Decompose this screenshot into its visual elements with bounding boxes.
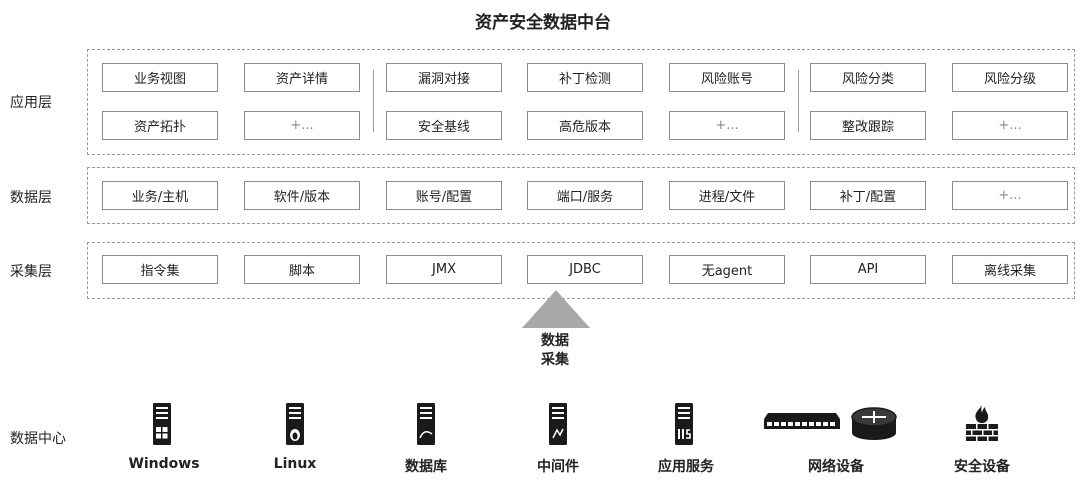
data-box: 软件/版本 xyxy=(244,181,360,210)
data-box: 账号/配置 xyxy=(386,181,502,210)
arrow-label-line: 数据 xyxy=(541,333,569,349)
datacenter-label: 数据中心 xyxy=(10,431,66,447)
data-box: 业务/主机 xyxy=(102,181,218,210)
app-box: 风险账号 xyxy=(669,63,785,92)
arrow-label: 数据 采集 xyxy=(520,332,590,370)
source-label: 数据库 xyxy=(405,459,447,475)
app-layer-frame xyxy=(87,49,1075,155)
collect-box: 无agent xyxy=(669,255,785,284)
up-arrow-icon xyxy=(522,290,590,328)
data-box: 补丁/配置 xyxy=(810,181,926,210)
windows-server-icon xyxy=(153,403,171,445)
app-box: 漏洞对接 xyxy=(386,63,502,92)
switch-router-icon xyxy=(764,407,897,440)
collect-box: JDBC xyxy=(527,255,643,284)
app-box: 业务视图 xyxy=(102,63,218,92)
diagram-title: 资产安全数据中台 xyxy=(475,13,611,33)
arrow-label-line: 采集 xyxy=(541,352,569,368)
source-label: Linux xyxy=(273,456,317,472)
data-box: +... xyxy=(952,181,1068,210)
collect-layer-label: 采集层 xyxy=(10,264,52,280)
app-box: 整改跟踪 xyxy=(810,111,926,140)
app-box: 高危版本 xyxy=(527,111,643,140)
data-box: 进程/文件 xyxy=(669,181,785,210)
app-box: 风险分级 xyxy=(952,63,1068,92)
app-box: 风险分类 xyxy=(810,63,926,92)
source-label: 网络设备 xyxy=(808,459,864,475)
app-box: 资产详情 xyxy=(244,63,360,92)
collect-box: 脚本 xyxy=(244,255,360,284)
source-label: 安全设备 xyxy=(954,459,1010,475)
database-server-icon xyxy=(417,403,435,445)
linux-server-icon xyxy=(286,403,304,445)
source-label: 中间件 xyxy=(537,459,579,475)
data-layer-label: 数据层 xyxy=(10,190,52,206)
collect-box: JMX xyxy=(386,255,502,284)
app-box: +... xyxy=(244,111,360,140)
iis-server-icon xyxy=(675,403,693,445)
app-layer-label: 应用层 xyxy=(10,95,52,111)
collect-box: API xyxy=(810,255,926,284)
app-box: 补丁检测 xyxy=(527,63,643,92)
app-box: +... xyxy=(669,111,785,140)
collect-box: 指令集 xyxy=(102,255,218,284)
firewall-icon xyxy=(966,405,998,441)
group-separator xyxy=(373,70,374,132)
source-label: 应用服务 xyxy=(658,459,714,475)
data-layer-frame xyxy=(87,167,1075,224)
app-box: 安全基线 xyxy=(386,111,502,140)
app-box: +... xyxy=(952,111,1068,140)
source-label: Windows xyxy=(128,456,200,472)
collect-box: 离线采集 xyxy=(952,255,1068,284)
group-separator xyxy=(798,70,799,132)
middleware-server-icon xyxy=(549,403,567,445)
app-box: 资产拓扑 xyxy=(102,111,218,140)
data-box: 端口/服务 xyxy=(527,181,643,210)
